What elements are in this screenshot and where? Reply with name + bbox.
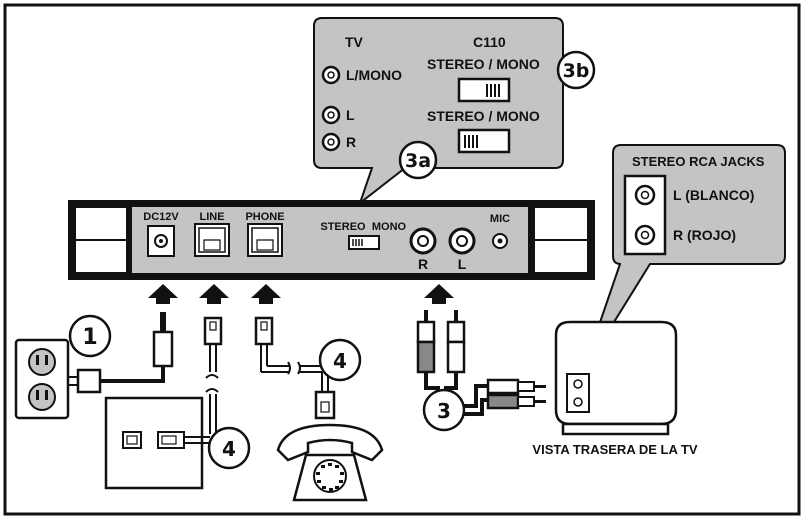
arrow-line <box>199 284 229 304</box>
l-label: L <box>346 107 355 123</box>
tv-settings-callout: TV C110 L/MONO L R STEREO / MONO STEREO … <box>313 17 596 206</box>
mic-label: MIC <box>490 213 510 225</box>
switch-mono-icon <box>457 77 511 103</box>
r-label: R <box>346 134 356 150</box>
stereo-mono-label-1: STEREO / MONO <box>427 56 540 72</box>
device-l-label: L <box>458 256 467 272</box>
rca-left-label: L (BLANCO) <box>673 187 754 203</box>
rca-title: STEREO RCA JACKS <box>632 154 765 169</box>
step-4-bottom-label: 4 <box>222 437 236 461</box>
arrow-dc <box>148 284 178 304</box>
connection-arrows <box>148 284 454 304</box>
tv-label: TV <box>345 34 364 50</box>
badge-3a-label: 3a <box>405 150 431 172</box>
device-back-panel: DC12V LINE PHONE STEREO MONO MIC R L <box>68 200 595 280</box>
power-adapter <box>68 312 174 394</box>
step-4-top-label: 4 <box>333 349 347 373</box>
step-3-label: 3 <box>437 399 451 423</box>
l-mono-label: L/MONO <box>346 67 402 83</box>
c110-label: C110 <box>473 34 506 50</box>
rca-right-label: R (ROJO) <box>673 227 736 243</box>
telephone-icon <box>276 423 384 502</box>
phone-cord <box>254 316 336 420</box>
tv-rear-caption: VISTA TRASERA DE LA TV <box>532 442 697 457</box>
rca-jacks-callout: STEREO RCA JACKS L (BLANCO) R (ROJO) <box>582 144 786 373</box>
phone-label: PHONE <box>245 211 284 223</box>
power-outlet <box>14 338 70 420</box>
mono-label: MONO <box>372 221 407 233</box>
arrow-phone <box>251 284 281 304</box>
dc12v-label: DC12V <box>143 211 179 223</box>
badge-3a <box>398 140 438 180</box>
badge-3b <box>556 50 596 90</box>
tv-rear-view <box>554 320 678 436</box>
step-1-label: 1 <box>82 325 97 350</box>
step-1-badge <box>68 314 112 358</box>
switch-stereo-icon <box>457 128 511 154</box>
rca-audio-cable <box>416 310 546 416</box>
step-4-top-badge <box>318 338 362 382</box>
wall-phone-jack <box>104 396 204 490</box>
device-r-label: R <box>418 256 428 272</box>
badge-3b-label: 3b <box>563 60 590 82</box>
stereo-label: STEREO <box>320 221 366 233</box>
stereo-mono-label-2: STEREO / MONO <box>427 108 540 124</box>
step-4-bottom-badge <box>207 426 251 470</box>
line-label: LINE <box>199 211 224 223</box>
arrow-audio <box>424 284 454 304</box>
step-3-badge <box>422 388 466 432</box>
